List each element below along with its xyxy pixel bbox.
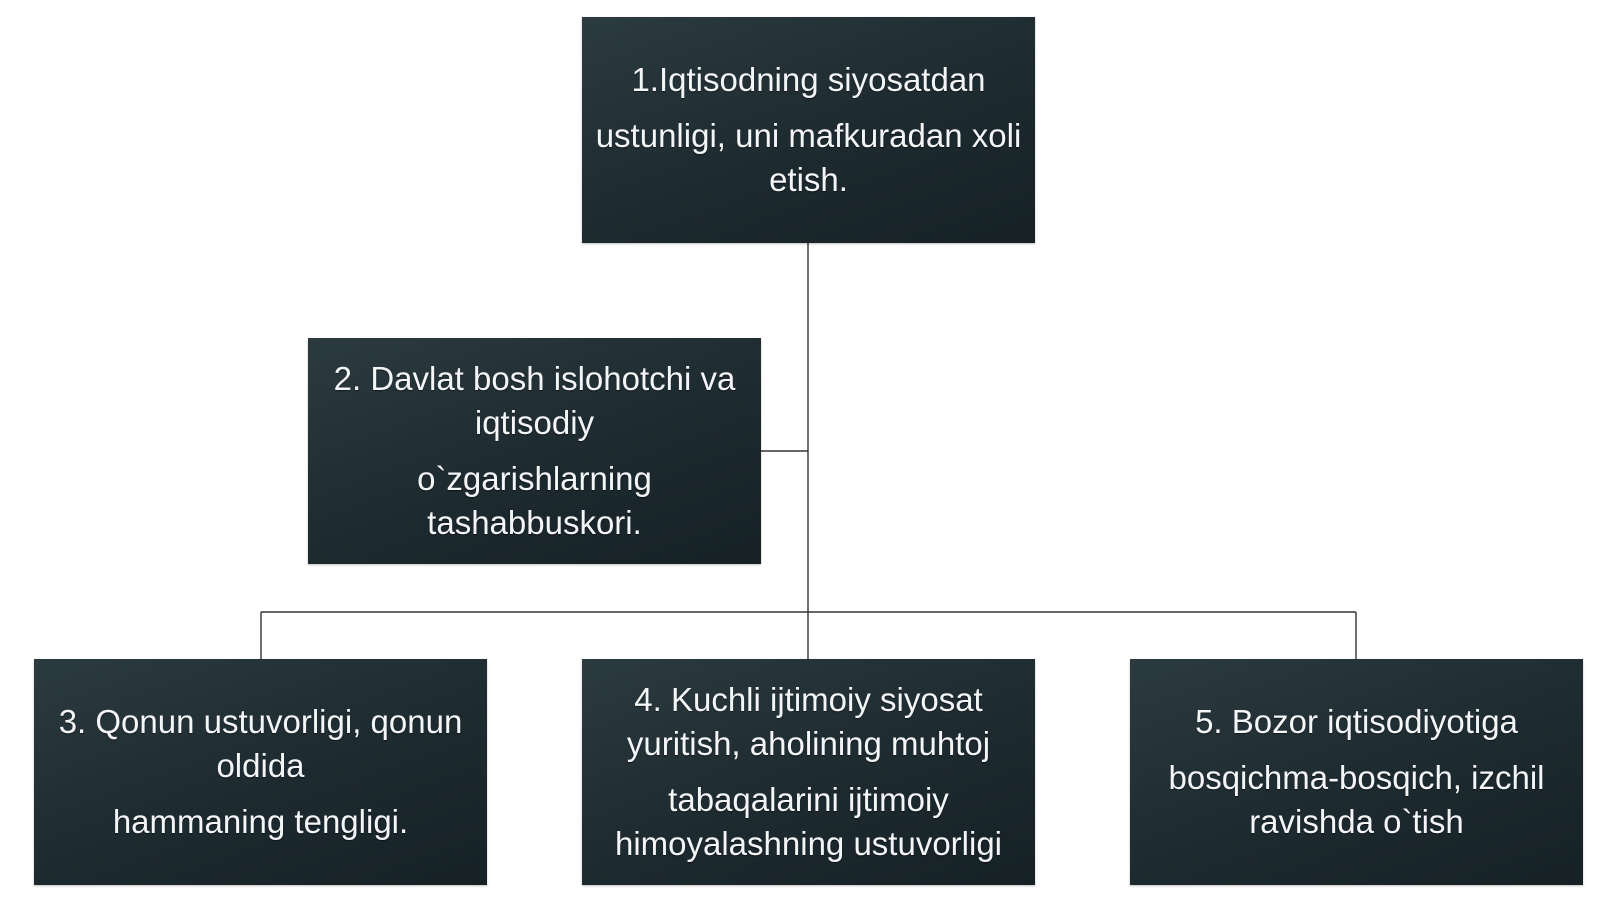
node-2-line-1: 2. Davlat bosh islohotchi va iqtisodiy bbox=[333, 360, 736, 441]
node-3-line-1: 3. Qonun ustuvorligi, qonun oldida bbox=[58, 703, 463, 784]
node-1-line-1: 1.Iqtisodning siyosatdan bbox=[631, 61, 986, 98]
node-3-line-2: hammaning tengligi. bbox=[112, 803, 409, 840]
node-gradual-market-transition: 5. Bozor iqtisodiyotiga bosqichma-bosqic… bbox=[1130, 659, 1583, 885]
node-5-line-2: bosqichma-bosqich, izchil ravishda o`tis… bbox=[1168, 759, 1545, 840]
node-economy-over-politics: 1.Iqtisodning siyosatdan ustunligi, uni … bbox=[582, 17, 1035, 243]
node-state-main-reformer: 2. Davlat bosh islohotchi va iqtisodiy o… bbox=[308, 338, 761, 564]
node-4-line-1: 4. Kuchli ijtimoiy siyosat yuritish, aho… bbox=[626, 681, 991, 762]
node-1-line-2: ustunligi, uni mafkuradan xoli etish. bbox=[595, 117, 1022, 198]
node-2-line-2: o`zgarishlarning tashabbuskori. bbox=[417, 460, 652, 541]
node-5-line-1: 5. Bozor iqtisodiyotiga bbox=[1195, 703, 1518, 740]
node-rule-of-law: 3. Qonun ustuvorligi, qonun oldida hamma… bbox=[34, 659, 487, 885]
node-4-line-2: tabaqalarini ijtimoiy himoyalashning ust… bbox=[614, 781, 1003, 862]
node-strong-social-policy: 4. Kuchli ijtimoiy siyosat yuritish, aho… bbox=[582, 659, 1035, 885]
